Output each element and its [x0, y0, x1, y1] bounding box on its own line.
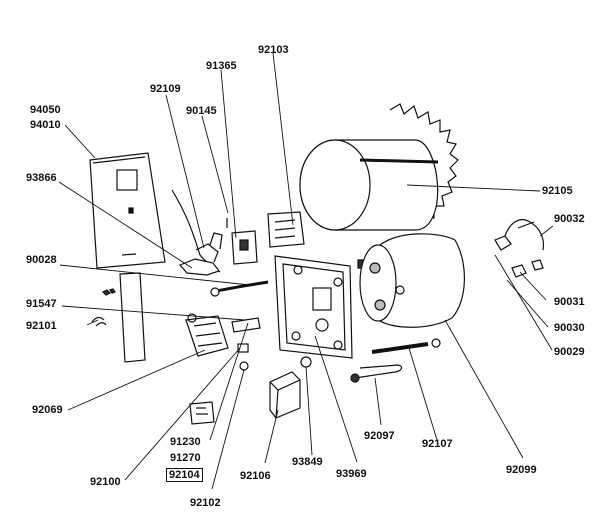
front-cover-panel: [89, 152, 166, 269]
control-box: [269, 371, 301, 419]
label-93969: 93969: [336, 468, 367, 480]
small-part-91230: [237, 343, 249, 353]
label-90029: 90029: [554, 346, 585, 358]
label-92109: 92109: [150, 83, 181, 95]
label-94010: 94010: [30, 119, 61, 131]
label-90031: 90031: [554, 296, 585, 308]
label-92106: 92106: [240, 470, 271, 482]
label-94050: 94050: [30, 104, 61, 116]
label-93866: 93866: [26, 172, 57, 184]
label-92105: 92105: [542, 185, 573, 197]
label-91230: 91230: [170, 436, 201, 448]
leader-lines: [58, 52, 554, 490]
label-90030: 90030: [554, 322, 585, 334]
gas-valve: [185, 313, 229, 357]
bracket-92100: [189, 401, 215, 425]
outer-shell: [299, 103, 459, 231]
label-91270: 91270: [170, 452, 201, 464]
fittings-right: [494, 219, 545, 278]
ignitor-strip: [231, 317, 261, 333]
label-92069: 92069: [32, 404, 63, 416]
clip-92101: [91, 316, 107, 327]
label-91365: 91365: [206, 60, 237, 72]
vertical-plate: [119, 272, 146, 363]
main-frame: [274, 255, 365, 359]
label-92099: 92099: [506, 464, 537, 476]
label-92102: 92102: [190, 497, 221, 509]
small-part-92102: [239, 361, 249, 371]
label-91547: 91547: [26, 298, 57, 310]
label-92103: 92103: [258, 44, 289, 56]
label-90032: 90032: [554, 213, 585, 225]
label-90145: 90145: [186, 105, 217, 117]
part-93849: [300, 356, 312, 368]
label-92104: 92104: [166, 468, 203, 482]
heating-strip: [371, 342, 429, 354]
label-92100: 92100: [90, 476, 121, 488]
water-tank: [359, 233, 465, 328]
label-90028: 90028: [26, 254, 57, 266]
heating-element: [354, 364, 403, 379]
label-93849: 93849: [292, 456, 323, 468]
label-92101: 92101: [26, 320, 57, 332]
screws-left: [101, 288, 116, 296]
label-92097: 92097: [364, 430, 395, 442]
label-92107: 92107: [422, 438, 453, 450]
